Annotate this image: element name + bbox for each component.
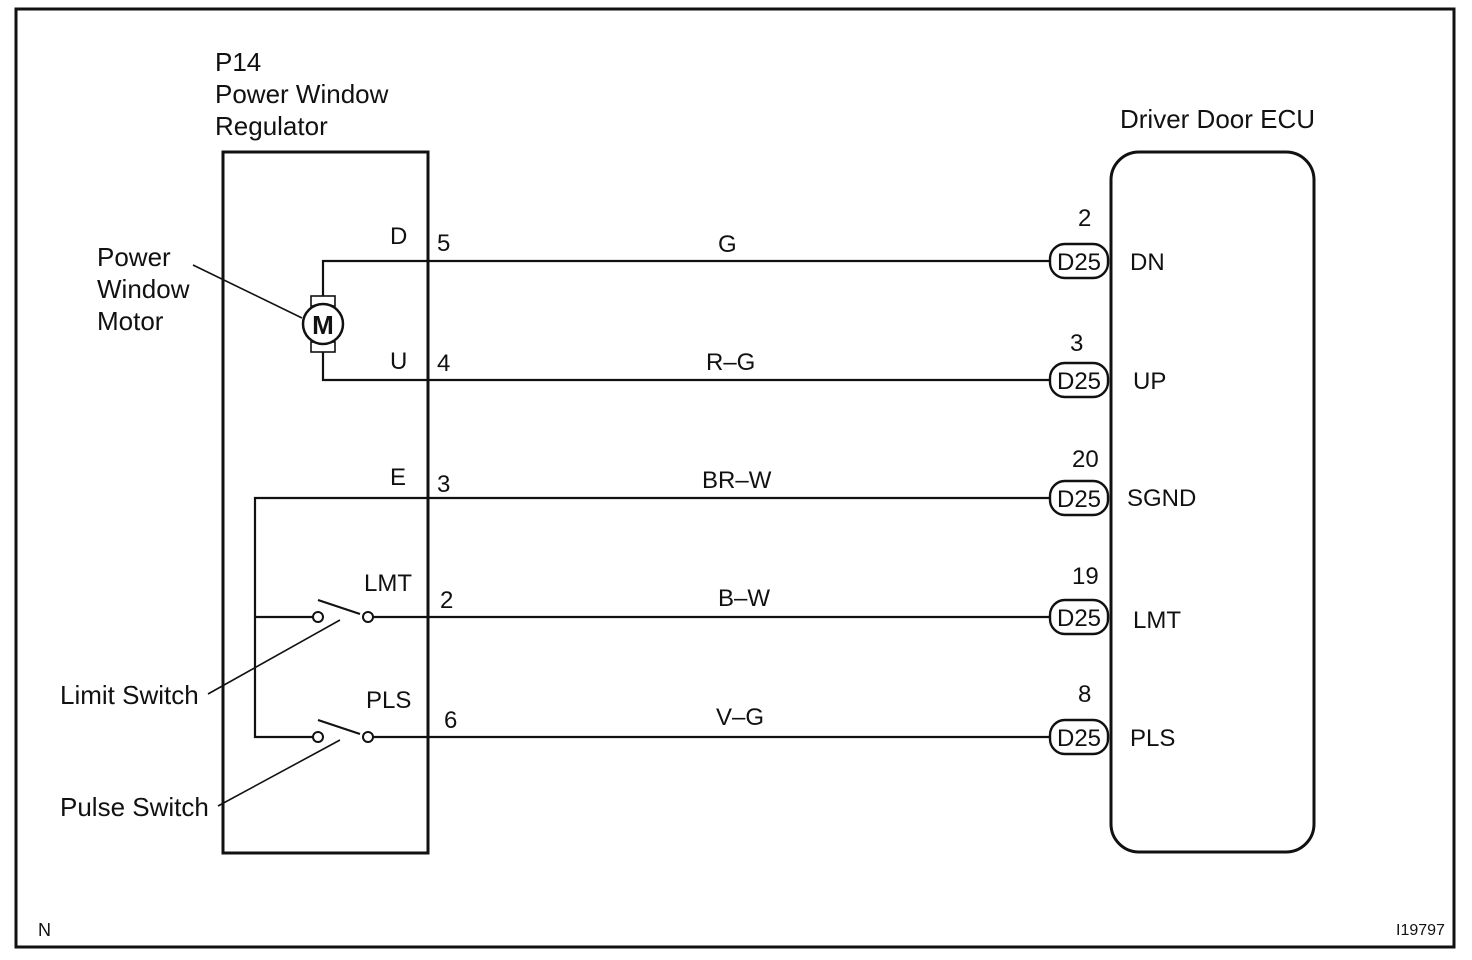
wire-color-5: V–G [716, 704, 764, 731]
connector-label-2: D25 [1057, 368, 1101, 395]
connector-1 [1048, 242, 1110, 280]
regulator-name-line1: Power Window [215, 79, 389, 109]
pulse-switch [312, 718, 374, 743]
regulator-box [221, 150, 430, 855]
ecu-pin-1: 2 [1078, 205, 1091, 232]
reg-terminal-d: D [390, 223, 407, 250]
reg-terminal-u: U [390, 348, 407, 375]
figure-id: I19797 [1396, 922, 1445, 939]
wire-color-2: R–G [706, 349, 755, 376]
wire-color-1: G [718, 231, 737, 258]
ecu-terminal-2: UP [1133, 368, 1166, 395]
wire-color-3: BR–W [702, 467, 772, 494]
reg-terminal-pls: PLS [366, 687, 411, 714]
regulator-code: P14 [215, 47, 261, 77]
motor-callout-line3: Motor [97, 306, 164, 336]
footer-left-mark: N [38, 920, 51, 940]
motor-symbol-letter: M [312, 310, 334, 340]
pulse-switch-leader [217, 739, 341, 807]
motor-symbol: M [301, 295, 345, 353]
ecu-pin-2: 3 [1070, 330, 1083, 357]
connector-label-3: D25 [1057, 486, 1101, 513]
limit-switch-callout: Limit Switch [60, 680, 199, 710]
connector-4 [1048, 598, 1110, 636]
ecu-terminal-3: SGND [1127, 485, 1196, 512]
reg-pin-1: 5 [437, 230, 450, 257]
ecu-pin-4: 19 [1072, 563, 1099, 590]
ecu-terminal-4: LMT [1133, 607, 1181, 634]
limit-switch [312, 598, 374, 623]
reg-terminal-e: E [390, 464, 406, 491]
reg-pin-4: 2 [440, 587, 453, 614]
limit-switch-leader [207, 619, 341, 695]
reg-pin-2: 4 [437, 350, 450, 377]
connector-label-4: D25 [1057, 605, 1101, 632]
connector-5 [1048, 718, 1110, 756]
motor-callout-line2: Window [97, 274, 190, 304]
wire-up [321, 352, 1050, 382]
ecu-box [1109, 150, 1316, 854]
ecu-pin-5: 8 [1078, 681, 1091, 708]
wire-dn [321, 259, 1050, 296]
wire-color-4: B–W [718, 585, 770, 612]
connector-label-5: D25 [1057, 725, 1101, 752]
regulator-name-line2: Regulator [215, 111, 328, 141]
reg-pin-3: 3 [437, 471, 450, 498]
diagram-frame [14, 7, 1456, 949]
motor-callout-line1: Power [97, 242, 171, 272]
reg-terminal-lmt: LMT [364, 570, 412, 597]
pulse-switch-callout: Pulse Switch [60, 792, 209, 822]
ecu-terminal-5: PLS [1130, 725, 1175, 752]
motor-leader-line [192, 264, 303, 319]
ecu-title: Driver Door ECU [1120, 104, 1315, 134]
connector-3 [1048, 479, 1110, 517]
reg-pin-5: 6 [444, 707, 457, 734]
connector-label-1: D25 [1057, 249, 1101, 276]
connector-2 [1048, 361, 1110, 399]
ecu-terminal-1: DN [1130, 249, 1165, 276]
ecu-pin-3: 20 [1072, 446, 1099, 473]
